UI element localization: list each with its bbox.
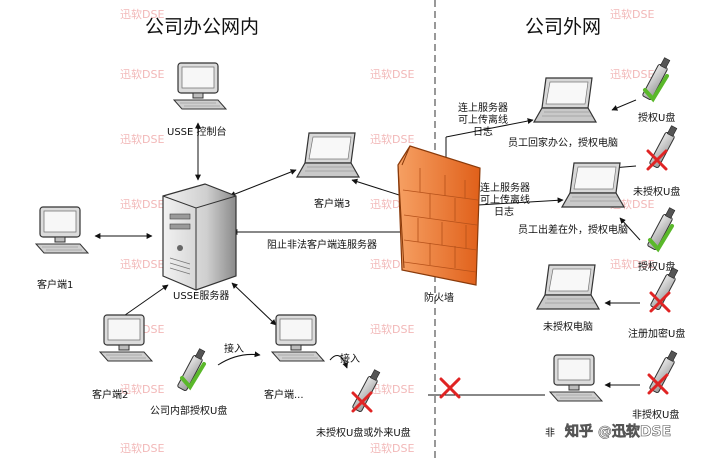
watermark-text: 迅软DSE <box>370 322 414 336</box>
server-label: USSE服务器 <box>173 289 229 302</box>
console-label: USSE 控制台 <box>167 125 227 138</box>
home-laptop <box>533 77 597 123</box>
usb-auth-2-label: 授权U盘 <box>638 260 675 273</box>
plugin-curve-2 <box>329 355 349 369</box>
svg-text:可上传离线: 可上传离线 <box>458 113 508 126</box>
watermark-text: 迅软DSE <box>120 7 164 21</box>
console-computer <box>173 62 227 110</box>
usb-reg-label: 注册加密U盘 <box>628 327 685 340</box>
client3-label: 客户端3 <box>314 197 350 210</box>
link-firewall-travel <box>477 197 564 206</box>
bottom-usb-label: 非授权U盘 <box>632 408 679 421</box>
travel-laptop-label: 员工出差在外，授权电脑 <box>518 223 628 236</box>
external-network-title: 公司外网 <box>525 16 601 38</box>
client1-label: 客户端1 <box>37 278 73 291</box>
usb-unauth-1-label: 未授权U盘 <box>633 185 680 198</box>
unauth-pc-label: 未授权电脑 <box>543 320 593 333</box>
zhihu-watermark: 知乎 @迅软DSE <box>565 423 671 440</box>
watermark-text: 迅软DSE <box>120 441 164 455</box>
client3-laptop <box>296 132 360 178</box>
link-clientmore-server <box>231 282 277 326</box>
unauth-usb-label: 未授权U盘或外来U盘 <box>316 426 411 439</box>
link-client3-server <box>229 169 297 197</box>
svg-text:连上服务器: 连上服务器 <box>458 101 508 114</box>
firewall <box>397 145 481 286</box>
internal-network-title: 公司办公网内 <box>145 16 259 38</box>
watermark-text: 迅软DSE <box>610 67 654 81</box>
upload-note-1: 连上服务器 可上传离线 日志 <box>458 101 508 138</box>
home-laptop-label: 员工回家办公，授权电脑 <box>508 136 618 149</box>
internal-usb-label: 公司内部授权U盘 <box>150 404 227 417</box>
client1-computer <box>35 206 89 254</box>
link-usb-auth-1 <box>611 99 637 111</box>
watermark-text: 迅软DSE <box>370 382 414 396</box>
watermark-text: 迅软DSE <box>610 257 654 271</box>
watermark-text: 迅软DSE <box>120 132 164 146</box>
upload-note-2: 连上服务器 可上传离线 日志 <box>480 181 530 218</box>
watermark-text: 迅软DSE <box>120 67 164 81</box>
link-usb-auth-2 <box>619 217 641 241</box>
link-firewall-home <box>445 118 534 138</box>
watermark-text: 迅软DSE <box>120 382 164 396</box>
watermark-text: 迅软DSE <box>370 67 414 81</box>
server <box>162 183 237 291</box>
client2-label: 客户端2 <box>92 388 128 401</box>
watermark-text: 迅软DSE <box>610 7 654 21</box>
unauth-laptop <box>536 264 600 310</box>
firewall-label: 防火墙 <box>424 291 454 304</box>
watermark-text: 迅软DSE <box>370 132 414 146</box>
link-client2-server <box>117 284 169 321</box>
plugin-curve-1 <box>217 351 261 366</box>
svg-text:日志: 日志 <box>494 205 514 218</box>
bottom-computer <box>549 354 603 402</box>
watermark-text: 迅软DSE <box>370 441 414 455</box>
svg-text:连上服务器: 连上服务器 <box>480 181 530 194</box>
watermark-text: 迅软DSE <box>120 197 164 211</box>
client2-computer <box>99 314 153 362</box>
svg-text:日志: 日志 <box>473 125 493 138</box>
svg-text:可上传离线: 可上传离线 <box>480 193 530 206</box>
plugin-label-1: 接入 <box>224 342 244 355</box>
travel-laptop <box>561 162 625 208</box>
bottom-pc-label: 非 <box>545 427 555 439</box>
block-server-label: 阻止非法客户端连服务器 <box>267 238 377 251</box>
usb-reg-encrypt-icon <box>649 267 679 311</box>
client-more-label: 客户端... <box>264 388 304 401</box>
plugin-label-2: 接入 <box>340 352 360 365</box>
watermark-text: 迅软DSE <box>120 257 164 271</box>
client-more-computer <box>271 314 325 362</box>
blocked-cross-icon <box>439 377 461 399</box>
usb-auth-1-label: 授权U盘 <box>638 111 675 124</box>
